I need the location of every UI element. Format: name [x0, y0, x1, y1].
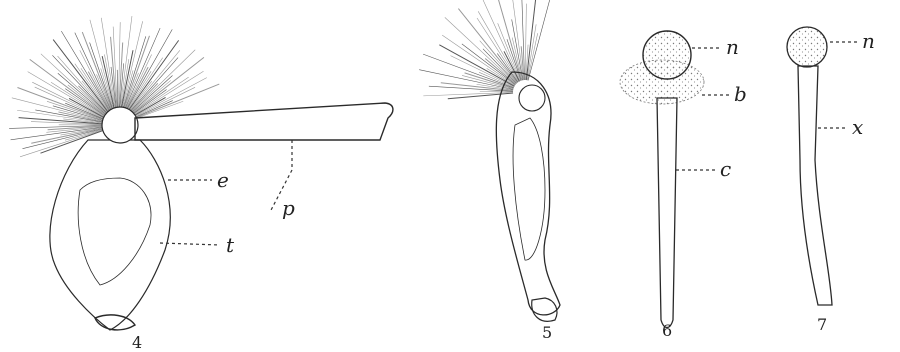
hair-stroke	[528, 0, 553, 80]
figure-6-head	[643, 31, 691, 79]
figure-4-leader-t	[160, 243, 220, 245]
figure-4-head	[102, 107, 138, 143]
figure-6-stalk	[657, 98, 677, 328]
figure-5-head	[519, 85, 545, 111]
figure-7-head	[787, 27, 827, 67]
figure-4-stalk	[135, 103, 393, 140]
figure-7-label-x: x	[852, 115, 863, 139]
figure-5-number: 5	[542, 323, 552, 342]
figure-4-label-e: e	[217, 168, 229, 192]
figure-6-label-n: n	[726, 35, 739, 59]
hair-stroke	[439, 45, 514, 86]
hair-stroke	[127, 80, 171, 117]
figure-4-label-t: t	[226, 233, 235, 257]
figure-7-number: 7	[817, 315, 827, 334]
figure-5-hair-tuft	[419, 0, 553, 99]
figure-5-base	[532, 298, 557, 321]
figure-4-inner-mass	[78, 178, 151, 285]
figure-5-inner-mass	[513, 118, 545, 260]
hair-stroke	[126, 58, 178, 116]
hair-stroke	[22, 128, 106, 149]
hair-stroke	[75, 33, 113, 115]
figure-6-label-c: c	[720, 157, 731, 181]
hair-stroke	[445, 17, 516, 83]
figure-4-label-p: p	[282, 196, 295, 220]
hair-stroke	[478, 11, 519, 81]
hair-stroke	[525, 4, 526, 80]
figure-4: e p t 4	[9, 16, 393, 352]
figure-6: n b c 6	[620, 31, 747, 340]
figure-7-label-n: n	[862, 29, 875, 53]
hair-stroke	[526, 0, 537, 80]
figure-7: n x 7	[787, 27, 875, 334]
figure-6-number: 6	[662, 321, 672, 340]
figure-4-number: 4	[132, 333, 142, 352]
figure-6-label-b: b	[734, 82, 747, 106]
figure-7-stalk	[798, 66, 832, 305]
figure-4-body	[50, 140, 170, 330]
figure-5: 5	[419, 0, 560, 342]
